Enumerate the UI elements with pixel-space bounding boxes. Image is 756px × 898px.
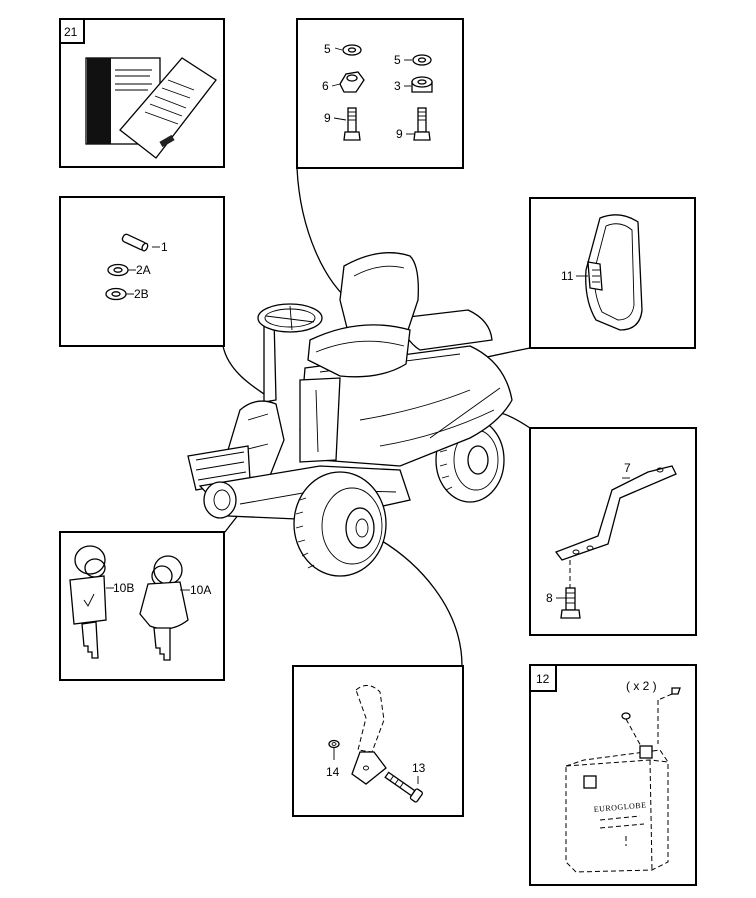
key-a-label: 10A xyxy=(190,583,211,597)
bolt-right-washer-label: 5 xyxy=(394,53,401,67)
key-panel: 10B 10A xyxy=(59,531,225,681)
manual-panel: 21 xyxy=(59,18,225,168)
battery-panel: 12 ( x 2 ) EUROGLOBE xyxy=(529,664,697,886)
bolt-left-bolt-label: 9 xyxy=(324,111,331,125)
bracket-screw-label: 8 xyxy=(546,591,553,605)
battery-ref-label: 12 xyxy=(536,672,550,686)
manual-ref-label: 21 xyxy=(64,25,78,39)
manual-books-illustration xyxy=(85,57,217,159)
pedal-washer-label: 14 xyxy=(326,765,340,779)
bracket-panel: 7 8 xyxy=(529,427,697,636)
bolt-panel: 5 6 9 5 3 9 xyxy=(296,18,464,169)
bolt-left-washer-label: 5 xyxy=(324,42,331,56)
bolt-left-bracket-label: 6 xyxy=(322,79,329,93)
pedal-bolt-label: 13 xyxy=(412,761,426,775)
battery-qty-label: ( x 2 ) xyxy=(626,679,657,693)
pin-washer-panel: 1 2A 2B xyxy=(59,196,225,347)
washer-b-label: 2B xyxy=(134,287,149,301)
bracket-label: 7 xyxy=(624,461,631,475)
battery-brand: EUROGLOBE xyxy=(593,800,647,814)
washer-a-label: 2A xyxy=(136,263,151,277)
bolt-right-spacer-label: 3 xyxy=(394,79,401,93)
handle-label: 11 xyxy=(561,269,574,283)
tractor-illustration xyxy=(187,252,513,577)
pin-label: 1 xyxy=(161,240,168,254)
pedal-panel: 14 13 xyxy=(292,665,464,817)
key-b-label: 10B xyxy=(113,581,134,595)
handle-panel: 11 xyxy=(529,197,696,349)
bolt-right-bolt-label: 9 xyxy=(396,127,403,141)
